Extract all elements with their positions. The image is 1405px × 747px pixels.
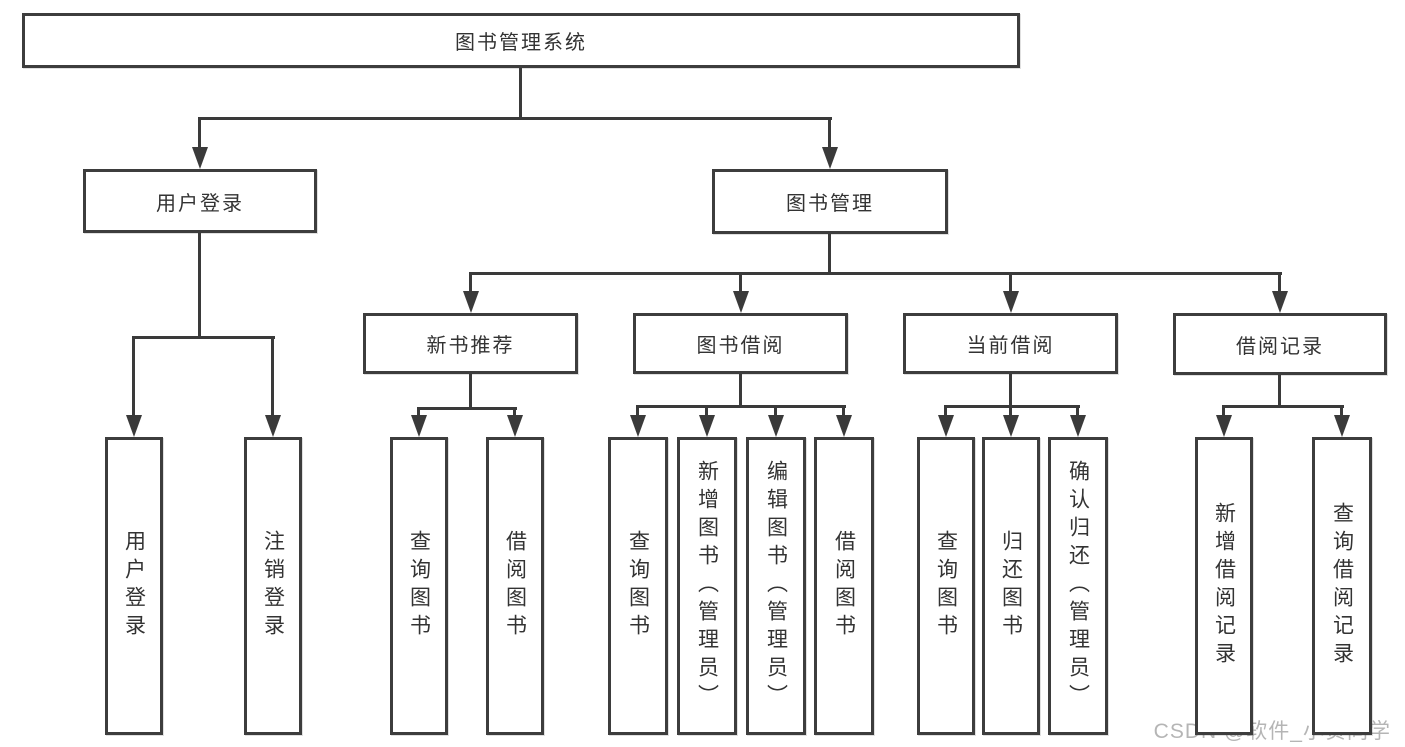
node-label: 查询借阅记录 [1330,502,1354,670]
node-leaf-logout: 注销登录 [244,437,302,735]
arrowhead-down-icon [768,415,784,437]
node-label: 图书借阅 [696,335,785,357]
connector-line [705,405,708,417]
connector-line [1278,375,1281,408]
node-leaf-confirm-return: 确认归还（管理员） [1048,437,1108,735]
node-label: 确认归还（管理员） [1066,460,1090,712]
connector-line [417,407,420,417]
node-label: 借阅图书 [832,530,856,642]
connector-line [1008,272,1012,293]
node-borrow-records: 借阅记录 [1173,313,1387,375]
node-leaf-user-login: 用户登录 [105,437,163,735]
arrowhead-down-icon [938,415,954,437]
arrowhead-down-icon [462,291,479,313]
connector-line [198,117,201,149]
node-label: 新书推荐 [426,335,515,357]
connector-line [417,407,517,410]
node-label: 查询图书 [626,530,650,642]
arrowhead-down-icon [1216,415,1232,437]
node-leaf-query-books-current: 查询图书 [917,437,975,735]
node-label: 用户登录 [156,192,244,215]
node-label: 图书管理 [786,193,874,215]
node-leaf-add-borrow-record: 新增借阅记录 [1195,437,1253,735]
connector-line [738,374,742,408]
arrowhead-down-icon [836,415,852,437]
connector-line [1009,405,1012,417]
connector-line [468,272,1282,275]
arrowhead-down-icon [1003,415,1019,437]
connector-line [636,405,846,408]
arrowhead-down-icon [265,415,281,437]
arrowhead-down-icon [1334,415,1350,437]
connector-line [1278,272,1281,293]
connector-line [828,234,831,275]
arrowhead-down-icon [630,415,646,437]
node-label: 用户登录 [122,530,146,642]
connector-line [738,272,742,293]
arrowhead-down-icon [1002,291,1019,313]
node-leaf-query-books-rec: 查询图书 [390,437,448,735]
node-leaf-edit-books: 编辑图书（管理员） [746,437,806,735]
connector-line [1340,405,1343,417]
arrowhead-down-icon [699,415,715,437]
arrowhead-down-icon [507,415,523,437]
connector-line [636,405,639,417]
connector-line [468,272,472,293]
node-label: 借阅记录 [1236,335,1324,358]
arrowhead-down-icon [411,415,427,437]
connector-line [271,336,274,417]
connector-line [944,405,947,417]
node-book-mgmt: 图书管理 [712,169,948,234]
node-leaf-borrow-books-rec: 借阅图书 [486,437,544,735]
connector-line [468,374,472,410]
node-label: 归还图书 [999,530,1023,642]
connector-line [519,68,522,120]
connector-line [1008,374,1012,408]
arrowhead-down-icon [732,291,749,313]
node-leaf-add-books: 新增图书（管理员） [677,437,737,735]
connector-line [1076,405,1079,417]
node-label: 查询图书 [407,530,431,642]
connector-line [842,405,845,417]
node-label: 注销登录 [261,530,285,642]
node-leaf-query-books-borrow: 查询图书 [608,437,668,735]
node-label: 编辑图书（管理员） [764,460,788,712]
connector-line [944,405,1080,408]
connector-line [198,117,832,120]
connector-line [132,336,135,417]
node-label: 借阅图书 [503,530,527,642]
arrowhead-down-icon [1272,291,1288,313]
node-leaf-query-borrow-record: 查询借阅记录 [1312,437,1372,735]
node-book-borrow: 图书借阅 [633,313,848,374]
connector-line [198,233,201,339]
arrowhead-down-icon [822,147,838,169]
connector-line [774,405,777,417]
connector-line [828,117,831,149]
node-label: 查询图书 [934,530,958,642]
arrowhead-down-icon [1070,415,1086,437]
node-current-borrow: 当前借阅 [903,313,1118,374]
connector-line [132,336,275,339]
node-leaf-return-books: 归还图书 [982,437,1040,735]
node-leaf-borrow-books: 借阅图书 [814,437,874,735]
connector-line [1222,405,1225,417]
arrowhead-down-icon [192,147,208,169]
node-label: 图书管理系统 [455,32,587,54]
connector-line [1222,405,1344,408]
node-system: 图书管理系统 [22,13,1020,68]
node-user-login: 用户登录 [83,169,317,233]
node-label: 新增借阅记录 [1212,502,1236,670]
node-label: 当前借阅 [966,335,1055,357]
connector-line [513,407,516,417]
node-label: 新增图书（管理员） [695,460,719,712]
arrowhead-down-icon [126,415,142,437]
node-new-book-rec: 新书推荐 [363,313,578,374]
